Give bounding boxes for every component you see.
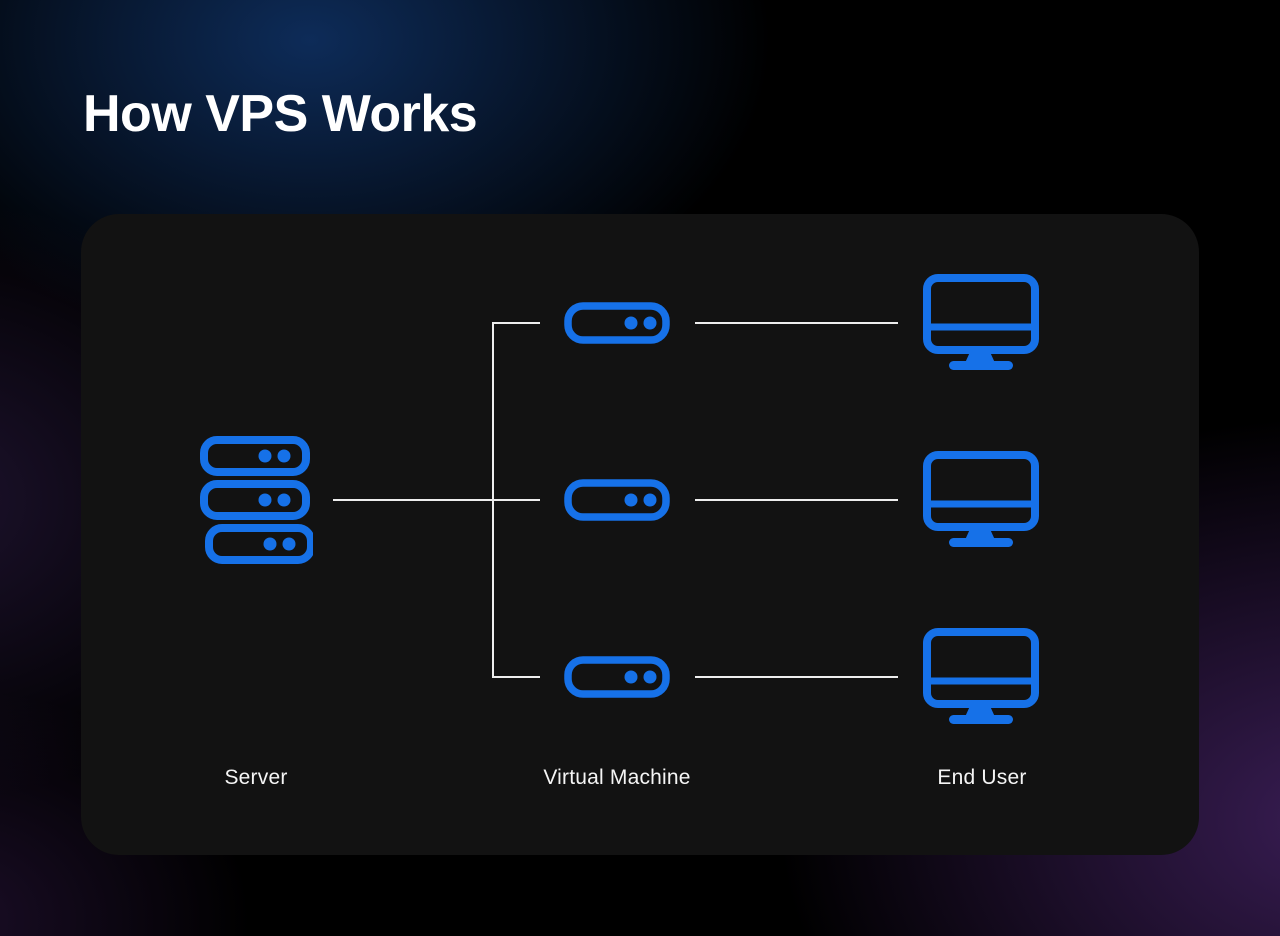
connector-junction-vertical (492, 322, 494, 678)
monitor-icon-1 (923, 274, 1039, 374)
server-stack-icon (199, 435, 313, 565)
connector-vm1-to-user1 (695, 322, 898, 324)
vm-icon-2 (564, 479, 670, 521)
monitor-icon-2 (923, 451, 1039, 551)
diagram-card: Server Virtual Machine End User (81, 214, 1199, 855)
connector-branch-bottom (492, 676, 540, 678)
monitor-icon-3 (923, 628, 1039, 728)
connector-server-to-junction (333, 499, 540, 501)
column-label-server: Server (224, 766, 288, 789)
vm-icon-1 (564, 302, 670, 344)
column-label-end-user: End User (937, 766, 1027, 789)
connector-vm2-to-user2 (695, 499, 898, 501)
connector-branch-top (492, 322, 540, 324)
page-title: How VPS Works (83, 85, 478, 143)
column-label-virtual-machine: Virtual Machine (543, 766, 691, 789)
connector-vm3-to-user3 (695, 676, 898, 678)
vm-icon-3 (564, 656, 670, 698)
